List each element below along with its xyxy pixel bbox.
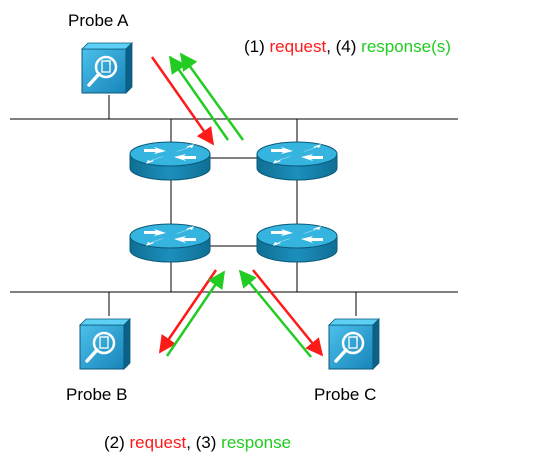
- response-arrow: [165, 270, 226, 357]
- top-legend-step4: , (4): [326, 37, 362, 56]
- top-legend-request: request: [269, 37, 327, 56]
- response-arrow: [238, 269, 312, 358]
- response-arrow: [168, 55, 230, 141]
- top-legend: (1) request, (4) response(s): [244, 37, 451, 57]
- router-icon: [256, 141, 338, 181]
- top-legend-response: response(s): [361, 37, 451, 56]
- bottom-legend-step2: (2): [104, 433, 130, 452]
- bottom-legend-request: request: [129, 433, 187, 452]
- request-arrow: [158, 269, 218, 354]
- bottom-legend: (2) request, (3) response: [104, 433, 291, 453]
- request-arrow: [150, 56, 215, 146]
- probe-b-icon: [78, 317, 132, 371]
- probe-b-label: Probe B: [66, 385, 128, 404]
- router-icon: [256, 223, 338, 263]
- request-arrow: [252, 269, 324, 357]
- probe-c-icon: [327, 317, 381, 371]
- probe-a-icon: [80, 41, 134, 95]
- bottom-legend-response: response: [221, 433, 292, 452]
- bottom-legend-step3: , (3): [186, 433, 222, 452]
- router-icon: [129, 223, 211, 263]
- response-arrow: [179, 52, 245, 141]
- router-icon: [129, 141, 211, 181]
- probe-c-label: Probe C: [314, 385, 377, 404]
- probe-a-label: Probe A: [68, 11, 129, 30]
- network-links: [108, 95, 357, 316]
- top-legend-step1: (1): [244, 37, 270, 56]
